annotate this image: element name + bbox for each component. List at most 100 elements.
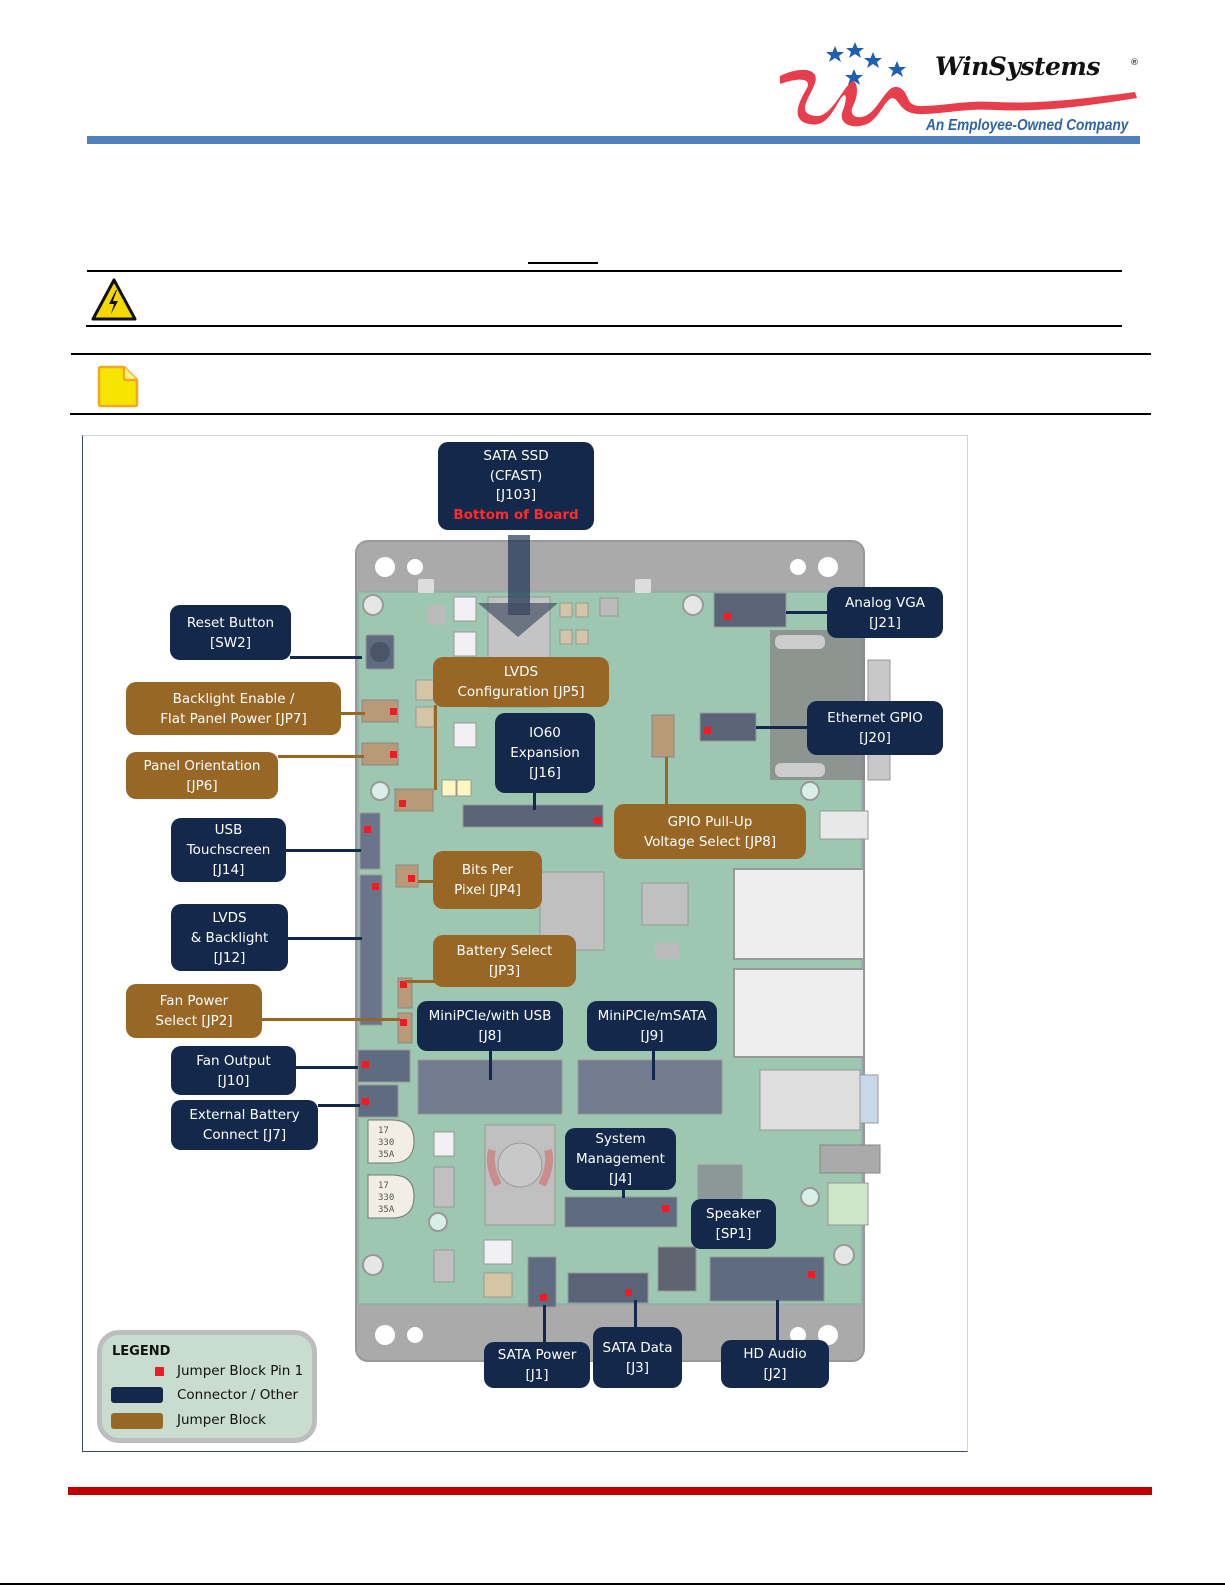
callout-usb-touchscreen-j14: USB Touchscreen [J14] [171, 818, 286, 882]
callout-ethernet-gpio-j20: Ethernet GPIO [J20] [807, 701, 943, 755]
callout-line: HD Audio [743, 1346, 807, 1362]
callout-line: [J103] [495, 487, 537, 503]
fan-power-leader [262, 1018, 400, 1021]
callout-line: Reset Button [186, 614, 275, 631]
fan-output-leader [296, 1066, 358, 1069]
callout-line: Pixel [JP4] [454, 882, 521, 898]
callout-reset-button-sw2: Reset Button [SW2] [170, 605, 291, 660]
header-divider [87, 136, 1140, 144]
callout-line: Flat Panel Power [JP7] [160, 710, 307, 727]
callout-line: [J2] [763, 1366, 787, 1382]
callout-line: [J12] [213, 949, 246, 966]
callout-line: Fan Output [196, 1052, 271, 1069]
callout-fan-power-select-jp2: Fan Power Select [JP2] [126, 984, 262, 1038]
vga-leader [786, 611, 828, 614]
callout-line: Analog VGA [845, 594, 925, 611]
callout-line: (CFAST) [489, 467, 543, 484]
callout-line: [JP6] [186, 777, 218, 794]
callout-analog-vga-j21: Analog VGA [J21] [827, 587, 943, 638]
callout-line: Expansion [510, 745, 580, 761]
winsystems-logo [775, 38, 1145, 138]
brand-name: WinSystems [935, 52, 1100, 81]
registered-mark: ® [1130, 58, 1139, 68]
callout-line: Ethernet GPIO [827, 710, 923, 726]
warning-top-rule [87, 270, 1122, 272]
page-bottom-rule [0, 1583, 1225, 1585]
battery-leader [405, 980, 435, 983]
reset-leader [290, 656, 362, 659]
note-top-rule [71, 353, 1151, 355]
pin1-marker-swatch [155, 1367, 164, 1376]
sata-data-leader [634, 1300, 637, 1330]
footer-divider [68, 1487, 1152, 1495]
hd-audio-leader [776, 1300, 779, 1342]
callout-line: Battery Select [456, 943, 553, 959]
callout-line: [SW2] [209, 634, 252, 651]
callout-line: IO60 [529, 725, 561, 741]
callout-hd-audio-j2: HD Audio [J2] [721, 1340, 829, 1388]
callout-line: [JP3] [488, 963, 521, 979]
callout-line: [J1] [525, 1367, 549, 1383]
callout-external-battery-j7: External Battery Connect [J7] [171, 1100, 318, 1150]
callout-sata-ssd-j103: SATA SSD (CFAST) [J103] Bottom of Board [438, 442, 594, 530]
eth-leader [756, 726, 808, 729]
legend-label-jumper: Jumper Block [177, 1412, 266, 1428]
panel-orient-leader [278, 755, 364, 758]
callout-line: System [595, 1131, 646, 1147]
high-voltage-warning-icon [91, 278, 137, 322]
callout-line: Bits Per [461, 862, 514, 878]
callout-fan-output-j10: Fan Output [J10] [171, 1046, 296, 1095]
sata-power-leader [543, 1305, 546, 1345]
legend-label-pin1: Jumper Block Pin 1 [177, 1363, 304, 1379]
j4-leader [622, 1188, 625, 1198]
callout-line: [J3] [625, 1359, 650, 1376]
callout-line: USB [214, 822, 243, 838]
battery-conn-leader [318, 1104, 360, 1107]
board-diagram-frame [82, 435, 968, 1452]
callout-line: Select [JP2] [155, 1013, 233, 1029]
callout-line: [J16] [529, 765, 561, 781]
callout-line: Touchscreen [186, 842, 271, 858]
callout-line: Backlight Enable / [172, 690, 295, 707]
callout-lvds-configuration-jp5: LVDS Configuration [JP5] [433, 657, 609, 707]
usb-touch-leader [285, 849, 361, 852]
note-bottom-rule [70, 413, 1151, 415]
callout-line: Management [576, 1151, 665, 1167]
lvds-config-leader [434, 705, 437, 790]
callout-line: Configuration [JP5] [457, 684, 585, 700]
j8-leader [489, 1050, 492, 1080]
callout-gpio-pullup-jp8: GPIO Pull-Up Voltage Select [JP8] [614, 804, 806, 859]
callout-line: SATA Power [497, 1347, 577, 1363]
callout-line: MiniPCIe/mSATA [597, 1008, 707, 1024]
brand-tagline: An Employee-Owned Company [926, 117, 1129, 134]
gpio-leader [665, 757, 668, 805]
callout-line: MiniPCIe/with USB [428, 1008, 552, 1024]
callout-line: SATA Data [602, 1339, 673, 1356]
callout-sata-data-j3: SATA Data [J3] [593, 1327, 682, 1388]
callout-line: [J14] [212, 862, 245, 878]
warning-bottom-rule [86, 325, 1122, 327]
callout-line: LVDS [503, 664, 539, 680]
callout-line: Connect [J7] [202, 1127, 287, 1143]
callout-speaker-sp1: Speaker [SP1] [691, 1199, 776, 1249]
callout-line: [J4] [608, 1171, 633, 1187]
callout-line: [SP1] [715, 1226, 752, 1242]
callout-lvds-backlight-j12: LVDS & Backlight [J12] [171, 904, 288, 971]
callout-minipcie-msata-j9: MiniPCIe/mSATA [J9] [587, 1001, 717, 1051]
callout-bits-per-pixel-jp4: Bits Per Pixel [JP4] [433, 851, 542, 909]
jumper-swatch [111, 1413, 163, 1429]
connector-swatch [111, 1387, 163, 1403]
callout-line: [J21] [869, 614, 901, 631]
underlined-blank [528, 262, 598, 264]
ribbon-stars-logo-icon [780, 42, 1137, 127]
callout-minipcie-usb-j8: MiniPCIe/with USB [J8] [417, 1001, 563, 1051]
callout-system-management-j4: System Management [J4] [565, 1128, 676, 1190]
callout-line: [J20] [859, 730, 891, 746]
callout-line: [J9] [640, 1028, 664, 1044]
callout-line: Panel Orientation [143, 757, 261, 774]
callout-sata-power-j1: SATA Power [J1] [484, 1342, 590, 1388]
svg-text:35A: 35A [378, 1205, 395, 1215]
callout-line: [J10] [217, 1072, 250, 1089]
bottom-of-board-note: Bottom of Board [453, 506, 579, 523]
callout-line: Speaker [706, 1206, 761, 1222]
